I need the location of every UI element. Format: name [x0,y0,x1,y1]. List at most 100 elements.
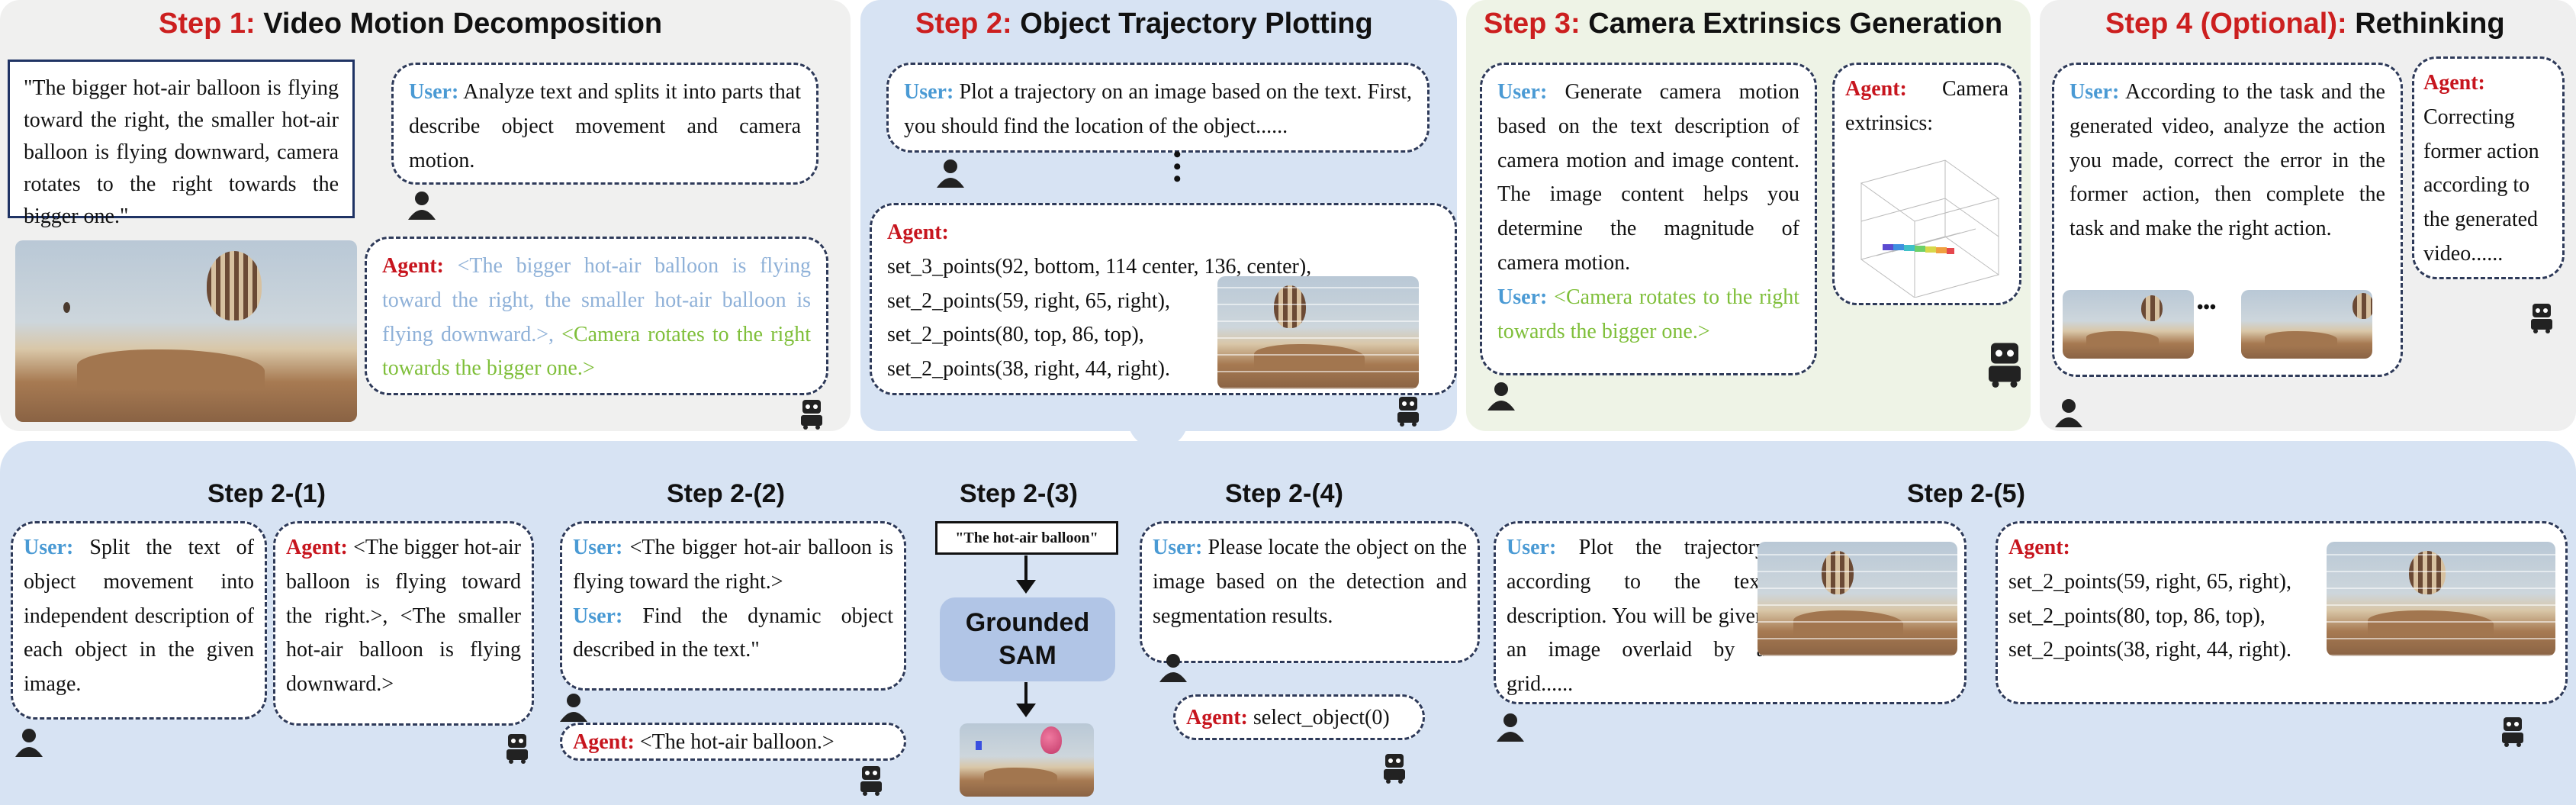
user-icon [937,159,964,188]
down-arrow-icon [1016,704,1036,717]
code-line: set_2_points(80, top, 86, top), [887,323,1144,347]
step1-name: Video Motion Decomposition [263,8,663,40]
substep2-user2-text: Find the dynamic object described in the… [573,604,893,662]
step2-grid-image [1217,276,1419,389]
video-frame-last [2241,290,2372,359]
substep4-user-bubble: User: Please locate the object on the im… [1140,521,1480,663]
robot-icon [1397,397,1419,427]
step3-number: Step 3: [1484,8,1581,40]
vertical-ellipsis: ••• [1173,142,1182,192]
step2-number: Step 2: [915,8,1012,40]
substep1-agent-bubble: Agent: <The bigger hot-air balloon is fl… [273,521,534,726]
user-icon [1497,713,1524,742]
substep4-user-text: Please locate the object on the image ba… [1153,536,1467,628]
code-line: set_2_points(59, right, 65, right), [2008,569,2291,594]
balloon-big [2141,295,2163,322]
step3-camera-text: <Camera rotates to the right towards the… [1497,285,1800,343]
user-icon [15,729,43,757]
step1-agent-bubble: Agent: <The bigger hot-air balloon is fl… [365,237,828,395]
step1-agent-object-text: <The bigger hot-air balloon is flying to… [382,254,811,346]
user-label: User: [1153,536,1203,559]
robot-icon [1989,343,2021,388]
user-label: User: [904,80,954,104]
substep1-title: Step 2-(1) [207,479,326,508]
mesa-shape [2264,331,2337,346]
segmented-small-balloon [976,741,982,751]
step1-title: Step 1: Video Motion Decomposition [159,8,662,40]
mesa-shape [2086,331,2159,346]
substep5-title: Step 2-(5) [1907,479,2025,508]
step4-agent-bubble: Agent: Correcting former action accordin… [2412,56,2565,279]
agent-label: Agent: [887,221,949,244]
robot-icon [801,400,822,430]
step1-input-text: "The bigger hot-air balloon is flying to… [8,60,355,228]
step3-agent-text: Camera extrinsics: [1845,77,2008,135]
video-frame-first [2063,290,2194,359]
mesa-shape [983,767,1058,784]
mesa-shape [2368,610,2494,636]
robot-icon [1384,754,1405,784]
step1-number: Step 1: [159,8,256,40]
step2-name: Object Trajectory Plotting [1020,8,1373,40]
step2-title: Step 2: Object Trajectory Plotting [915,8,1373,40]
arrow-shaft [1024,555,1028,581]
step4-agent-text: Correcting former action according to th… [2423,105,2539,266]
code-line: set_3_points(92, bottom, 114 center, 136… [887,254,1312,279]
balloon-small [63,301,70,314]
user-icon [408,192,436,220]
robot-icon [507,734,528,764]
agent-label: Agent: [573,730,635,754]
code-line: set_2_points(38, right, 44, right). [887,357,1170,382]
agent-label: Agent: [1845,77,1907,101]
user-icon [560,694,587,722]
step4-title: Step 4 (Optional): Rethinking [2105,8,2505,40]
substep4-title: Step 2-(4) [1225,479,1343,508]
trajectory-curve [1883,244,1954,254]
frames-ellipsis: ••• [2197,298,2217,317]
agent-label: Agent: [382,254,444,278]
mesa-shape [1793,610,1904,636]
user-label: User: [2069,80,2120,104]
user-label: User: [24,536,74,559]
arrow-shaft [1024,682,1028,705]
user-label: User: [1507,536,1557,559]
substep5-agent-code: set_2_points(59, right, 65, right), set_… [2008,565,2555,668]
balloon-big [1821,551,1854,594]
step2-agent-bubble: Agent: set_3_points(92, bottom, 114 cent… [870,203,1457,395]
user-label: User: [573,536,623,559]
agent-label: Agent: [286,536,348,559]
step2-agent-code: set_3_points(92, bottom, 114 center, 136… [887,250,1439,387]
step4-user-text: According to the task and the generated … [2069,80,2385,241]
substep5-result-image [2327,542,2555,656]
step3-user-bubble: User: Generate camera motion based on th… [1480,63,1817,375]
step3-agent-bubble: Agent: Camera extrinsics: [1832,63,2021,305]
substep5-grid-image [1758,542,1957,656]
grounded-sam-box: Grounded SAM [940,597,1115,681]
balloon-big [2352,292,2372,319]
balloon-big [2409,551,2446,594]
segmented-image [960,723,1094,797]
substep2-title: Step 2-(2) [667,479,785,508]
balloon-big [206,251,262,320]
user-icon [2055,399,2082,427]
step3-user-text: Generate camera motion based on the text… [1497,80,1799,275]
mesa-shape [1253,343,1365,369]
agent-label: Agent: [2008,536,2070,559]
substep2-user-bubble: User: <The bigger hot-air balloon is fly… [560,521,906,691]
step3-name: Camera Extrinsics Generation [1588,8,2003,40]
step2-user-bubble: User: Plot a trajectory on an image base… [886,63,1430,153]
user-icon [1487,382,1515,411]
substep2-user-text: <The bigger hot-air balloon is flying to… [573,536,893,594]
mesa-shape [76,349,265,390]
substep2-agent-bubble: Agent: <The hot-air balloon.> [560,723,906,761]
robot-icon [860,766,882,796]
down-arrow-icon [1016,580,1036,594]
step2-user-text: Plot a trajectory on an image based on t… [904,80,1412,138]
step1-user-bubble: User: Analyze text and splits it into pa… [391,63,818,185]
robot-icon [2502,717,2523,747]
substep2-agent-text: <The hot-air balloon.> [639,730,835,754]
substep1-user-bubble: User: Split the text of object movement … [11,521,267,720]
substep4-agent-bubble: Agent: select_object(0) [1173,694,1425,740]
substep4-agent-text: select_object(0) [1253,706,1390,729]
substep1-user-text: Split the text of object movement into i… [24,536,255,697]
